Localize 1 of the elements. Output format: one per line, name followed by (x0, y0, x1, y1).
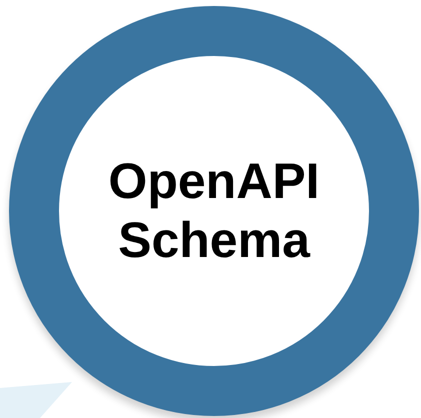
ring-label: OpenAPI Schema (107, 152, 321, 270)
